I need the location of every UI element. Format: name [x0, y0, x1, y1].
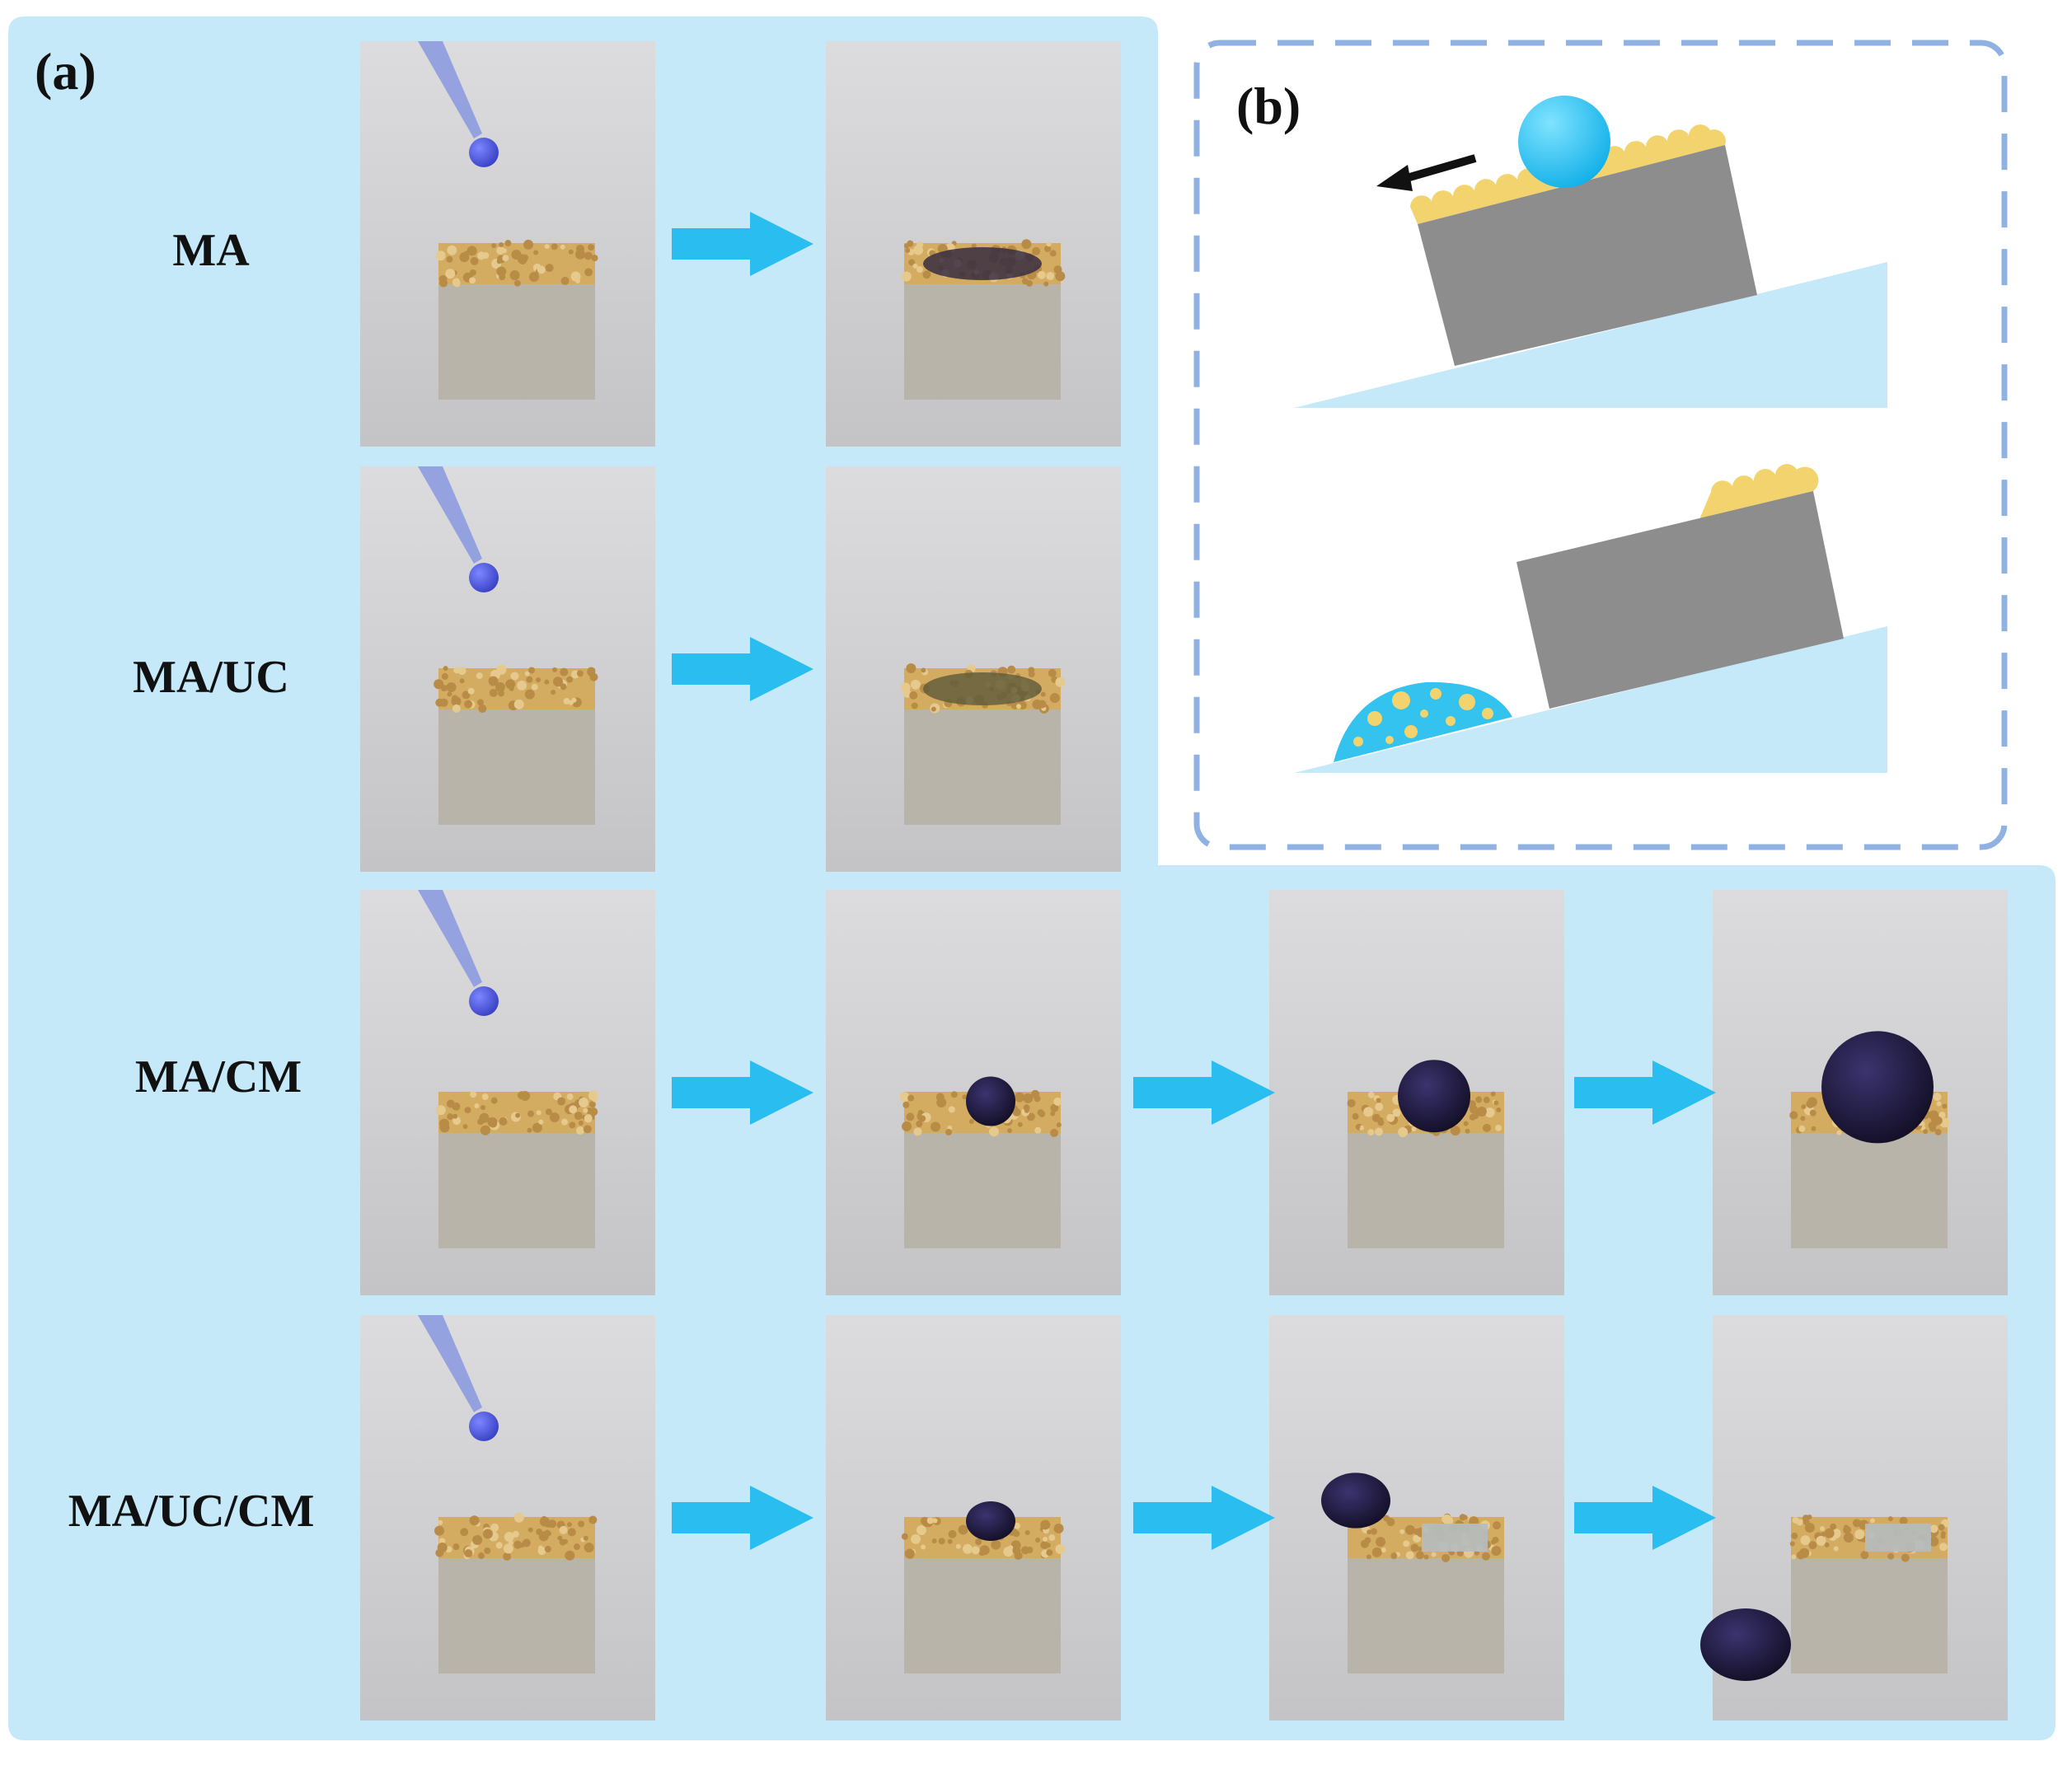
water-bead — [966, 1076, 1015, 1126]
pipette-tip — [418, 1315, 482, 1412]
direction-arrow — [1376, 154, 1477, 191]
cleaned-area — [1422, 1524, 1488, 1552]
photo-frame — [1269, 890, 1564, 1295]
particle-coating-2 — [1699, 464, 1819, 519]
absorbed-stain — [923, 672, 1042, 705]
pipette-tip — [418, 41, 482, 138]
arrow-group — [672, 212, 1716, 1550]
row-label-ma-uc-cm: MA/UC/CM — [68, 1486, 315, 1537]
panel-b-label: (b) — [1236, 77, 1301, 135]
captured-particles — [1353, 688, 1493, 747]
photo-frame — [826, 1315, 1121, 1721]
photo-frame — [826, 890, 1121, 1295]
photo-frame — [1269, 1315, 1564, 1721]
schematic-rolling-droplet — [1294, 96, 1887, 408]
pipette-tip — [418, 466, 482, 564]
process-arrow — [672, 1060, 813, 1125]
panel-a-label: (a) — [35, 42, 96, 101]
dye-droplet — [469, 563, 499, 592]
sample-block — [434, 1512, 598, 1674]
process-arrow — [1133, 1486, 1275, 1550]
water-bead — [1821, 1031, 1934, 1144]
process-arrow — [672, 212, 813, 276]
photo-frame — [1713, 890, 2008, 1295]
photo-frame — [360, 466, 655, 872]
process-arrow — [1133, 1060, 1275, 1125]
sample-block — [434, 664, 598, 825]
process-arrow — [1574, 1060, 1716, 1125]
photo-frame — [360, 41, 655, 447]
block-1 — [1418, 145, 1757, 366]
sample-block — [901, 1516, 1066, 1674]
sample-block — [435, 239, 598, 400]
photo-frame — [360, 1315, 655, 1721]
dye-droplet — [469, 138, 499, 167]
panel-a-background — [8, 16, 2056, 1740]
block-2 — [1516, 491, 1844, 709]
absorbed-stain — [923, 247, 1042, 280]
row-label-ma-cm: MA/CM — [135, 1051, 302, 1103]
water-bead — [1700, 1608, 1791, 1681]
cleaned-area — [1865, 1524, 1931, 1552]
schematic-self-cleaning — [1294, 464, 1887, 773]
row-label-ma-uc: MA/UC — [133, 652, 289, 703]
dye-droplet — [469, 1412, 499, 1441]
row-label-ma: MA — [172, 225, 250, 276]
photo-frame — [826, 466, 1121, 872]
dye-droplet — [469, 986, 499, 1016]
process-arrow — [1574, 1486, 1716, 1550]
photo-frame — [360, 890, 655, 1295]
sample-block — [899, 1087, 1062, 1248]
droplet-ball — [1518, 96, 1610, 188]
process-arrow — [672, 637, 813, 701]
sample-block — [435, 1090, 598, 1248]
pipette-tip — [418, 890, 482, 987]
water-bead — [1321, 1472, 1390, 1529]
water-bead — [966, 1501, 1015, 1541]
water-bead — [1398, 1060, 1470, 1133]
photo-frame — [826, 41, 1121, 447]
process-arrow — [672, 1486, 813, 1550]
photo-grid — [360, 41, 2008, 1721]
photo-frame — [1700, 1315, 2008, 1721]
